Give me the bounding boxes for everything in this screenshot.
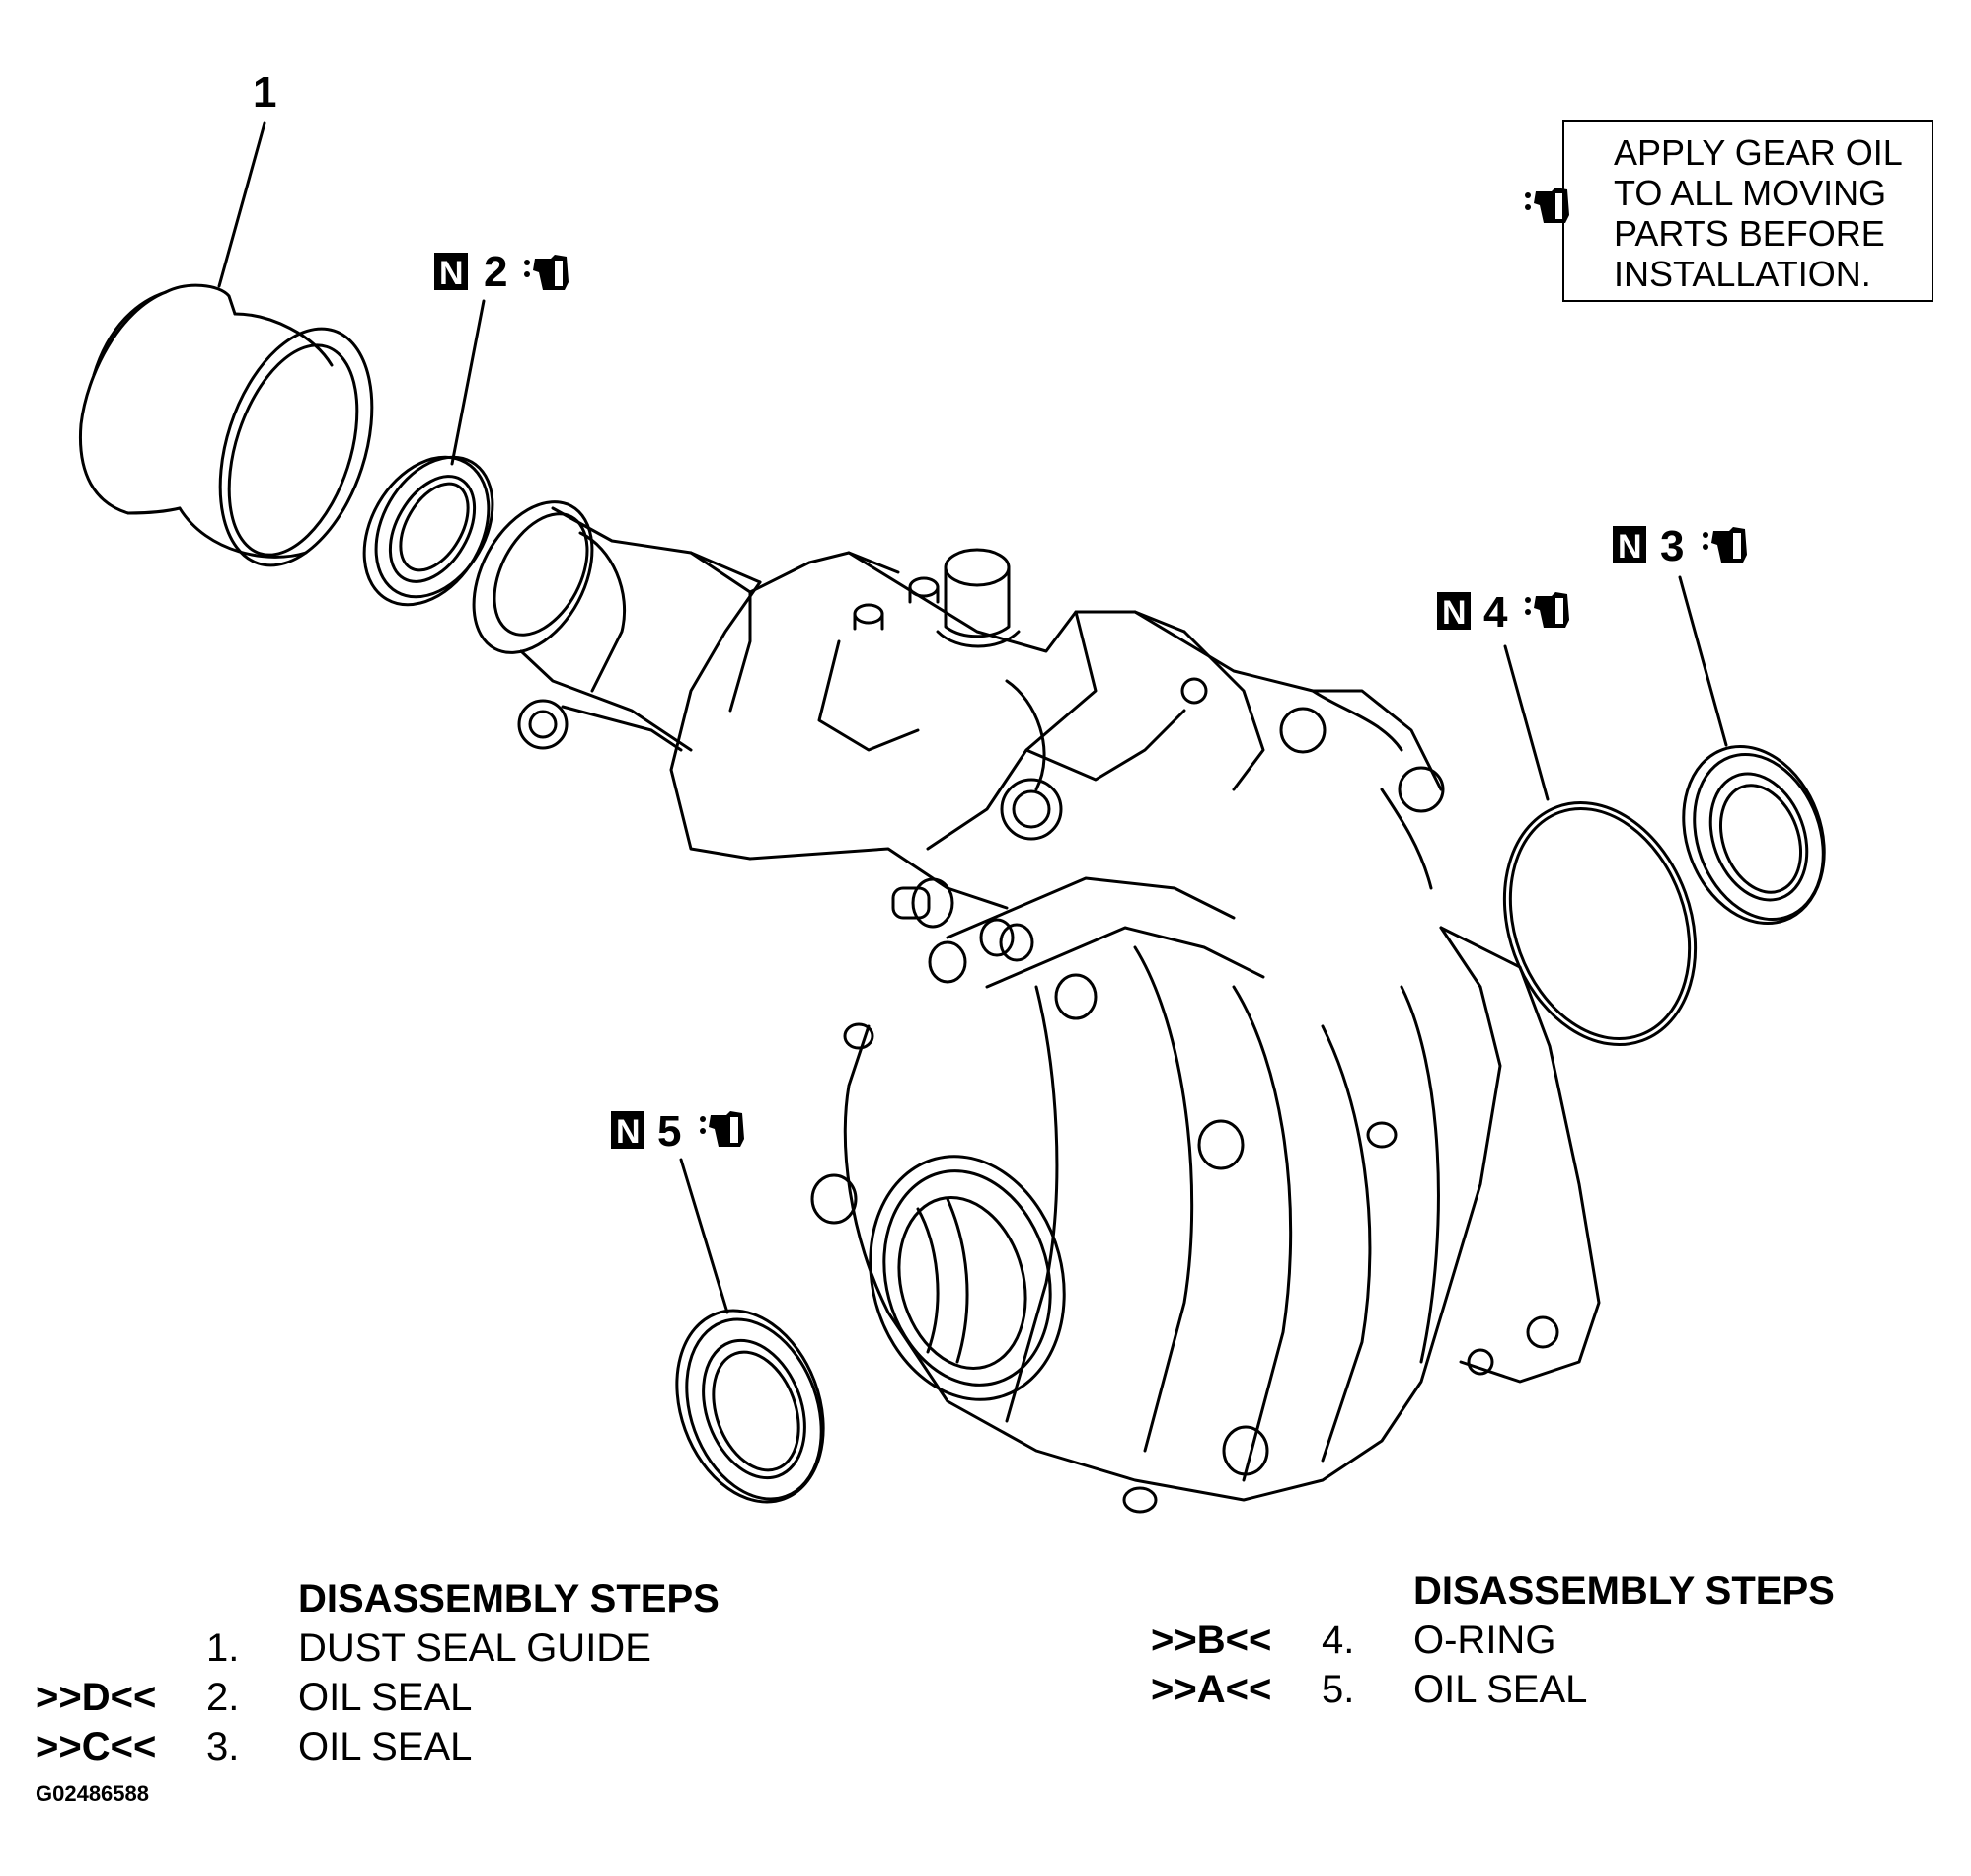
new-part-badge-label: N xyxy=(1618,528,1642,565)
note-line: APPLY GEAR OIL xyxy=(1614,132,1903,173)
leader-line-4 xyxy=(1503,644,1550,801)
note-line: TO ALL MOVING xyxy=(1614,173,1887,213)
figure-id: G02486588 xyxy=(36,1781,149,1806)
new-part-badge-label: N xyxy=(616,1113,641,1151)
step-ref: >>A<< xyxy=(1151,1668,1272,1711)
step-number: 4. xyxy=(1322,1618,1355,1662)
steps-heading: DISASSEMBLY STEPS xyxy=(1413,1569,1835,1613)
step-number: 1. xyxy=(206,1626,240,1670)
callout-3-group: N 3 xyxy=(1613,522,1747,570)
new-part-badge-label: N xyxy=(439,255,464,292)
oil-seal-5-part xyxy=(675,1309,825,1504)
leader-line-5 xyxy=(679,1158,729,1314)
new-part-badge xyxy=(434,253,468,290)
o-ring-4-part xyxy=(1502,800,1698,1047)
oil-can-icon xyxy=(1525,592,1569,628)
oil-can-icon xyxy=(524,255,569,290)
dust-seal-guide-part xyxy=(78,283,374,567)
callout-5-group: N 5 xyxy=(611,1107,744,1156)
callout-2-group: N 2 xyxy=(434,248,569,296)
step-number: 3. xyxy=(206,1725,240,1768)
gear-oil-note-box: APPLY GEAR OIL TO ALL MOVING PARTS BEFOR… xyxy=(1562,120,1933,302)
step-row: >>B<< 4. O-RING xyxy=(1151,1615,1901,1665)
callout-1: 1 xyxy=(253,68,276,116)
oil-seal-3-part xyxy=(1682,744,1826,926)
callout-4-group: N 4 xyxy=(1437,588,1569,637)
step-number: 5. xyxy=(1322,1668,1355,1711)
step-ref: >>D<< xyxy=(36,1676,157,1719)
disassembly-steps-right: DISASSEMBLY STEPS >>B<< 4. O-RING >>A<< … xyxy=(1151,1566,1901,1714)
step-text: OIL SEAL xyxy=(1413,1668,1588,1711)
leader-line-3 xyxy=(1678,575,1728,747)
new-part-badge-label: N xyxy=(1442,594,1467,632)
new-part-badge xyxy=(1613,526,1646,563)
callout-4: 4 xyxy=(1483,588,1508,637)
callout-3: 3 xyxy=(1660,522,1684,570)
step-text: DUST SEAL GUIDE xyxy=(298,1626,651,1670)
note-line: INSTALLATION. xyxy=(1614,254,1871,294)
gear-oil-note-text: APPLY GEAR OIL TO ALL MOVING PARTS BEFOR… xyxy=(1614,132,1903,294)
leader-line-1 xyxy=(217,121,266,288)
step-text: O-RING xyxy=(1413,1618,1556,1662)
callout-5: 5 xyxy=(657,1107,681,1156)
step-text: OIL SEAL xyxy=(298,1676,473,1719)
disassembly-steps-left: DISASSEMBLY STEPS 1. DUST SEAL GUIDE >>D… xyxy=(36,1574,786,1771)
transfer-case-housing xyxy=(472,500,1601,1514)
step-ref: >>B<< xyxy=(1151,1618,1272,1662)
leader-line-2 xyxy=(450,299,486,466)
step-row: >>C<< 3. OIL SEAL xyxy=(36,1722,786,1771)
oil-can-icon xyxy=(700,1111,744,1147)
step-row: 1. DUST SEAL GUIDE xyxy=(36,1623,786,1673)
oil-can-icon xyxy=(1703,527,1747,563)
step-number: 2. xyxy=(206,1676,240,1719)
oil-seal-2-part xyxy=(362,455,494,607)
new-part-badge xyxy=(611,1111,644,1149)
step-row: >>D<< 2. OIL SEAL xyxy=(36,1673,786,1722)
step-row: >>A<< 5. OIL SEAL xyxy=(1151,1665,1901,1714)
callout-2: 2 xyxy=(484,248,507,296)
new-part-badge xyxy=(1437,592,1471,630)
step-ref: >>C<< xyxy=(36,1725,157,1768)
steps-heading: DISASSEMBLY STEPS xyxy=(298,1577,720,1620)
step-text: OIL SEAL xyxy=(298,1725,473,1768)
note-line: PARTS BEFORE xyxy=(1614,213,1885,254)
